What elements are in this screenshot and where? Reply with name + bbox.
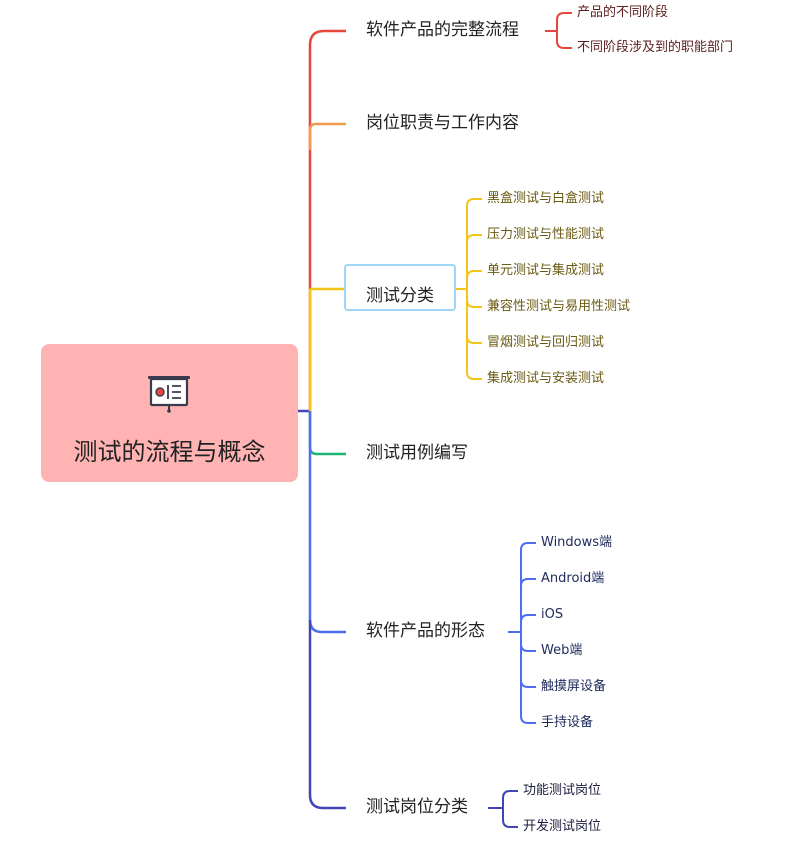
root-title: 测试的流程与概念 [73, 438, 266, 466]
leaf-stress-performance[interactable]: 压力测试与性能测试 [487, 227, 605, 242]
leaf-compat-usability[interactable]: 兼容性测试与易用性测试 [487, 299, 631, 314]
leaf-blackbox-whitebox[interactable]: 黑盒测试与白盒测试 [487, 191, 605, 206]
leaf-handheld[interactable]: 手持设备 [541, 715, 594, 730]
leaf-windows[interactable]: Windows端 [541, 535, 613, 550]
leaf-departments[interactable]: 不同阶段涉及到的职能部门 [577, 40, 734, 55]
branch-test-cases[interactable]: 测试用例编写 [366, 443, 468, 463]
leaf-web[interactable]: Web端 [541, 643, 583, 658]
branch-test-categories[interactable]: 测试分类 [344, 264, 456, 311]
leaf-functional-testing[interactable]: 功能测试岗位 [523, 783, 602, 798]
leaf-android[interactable]: Android端 [541, 571, 605, 586]
presentation-board-icon [148, 376, 190, 413]
leaf-dev-testing[interactable]: 开发测试岗位 [523, 819, 602, 834]
branch-product-forms[interactable]: 软件产品的形态 [366, 621, 485, 641]
leaf-smoke-regression[interactable]: 冒烟测试与回归测试 [487, 335, 605, 350]
leaf-ios[interactable]: iOS [541, 607, 564, 622]
leaf-integration-install[interactable]: 集成测试与安装测试 [487, 371, 605, 386]
leaf-touchscreen[interactable]: 触摸屏设备 [541, 679, 607, 694]
leaf-unit-integration[interactable]: 单元测试与集成测试 [487, 263, 605, 278]
branch-job-duties[interactable]: 岗位职责与工作内容 [366, 113, 519, 133]
branch-test-positions[interactable]: 测试岗位分类 [366, 797, 468, 817]
branch-test-categories-label: 测试分类 [366, 286, 434, 306]
root-node[interactable]: 测试的流程与概念 [41, 344, 298, 482]
leaf-product-stages[interactable]: 产品的不同阶段 [577, 5, 669, 20]
branch-product-process[interactable]: 软件产品的完整流程 [366, 20, 519, 40]
